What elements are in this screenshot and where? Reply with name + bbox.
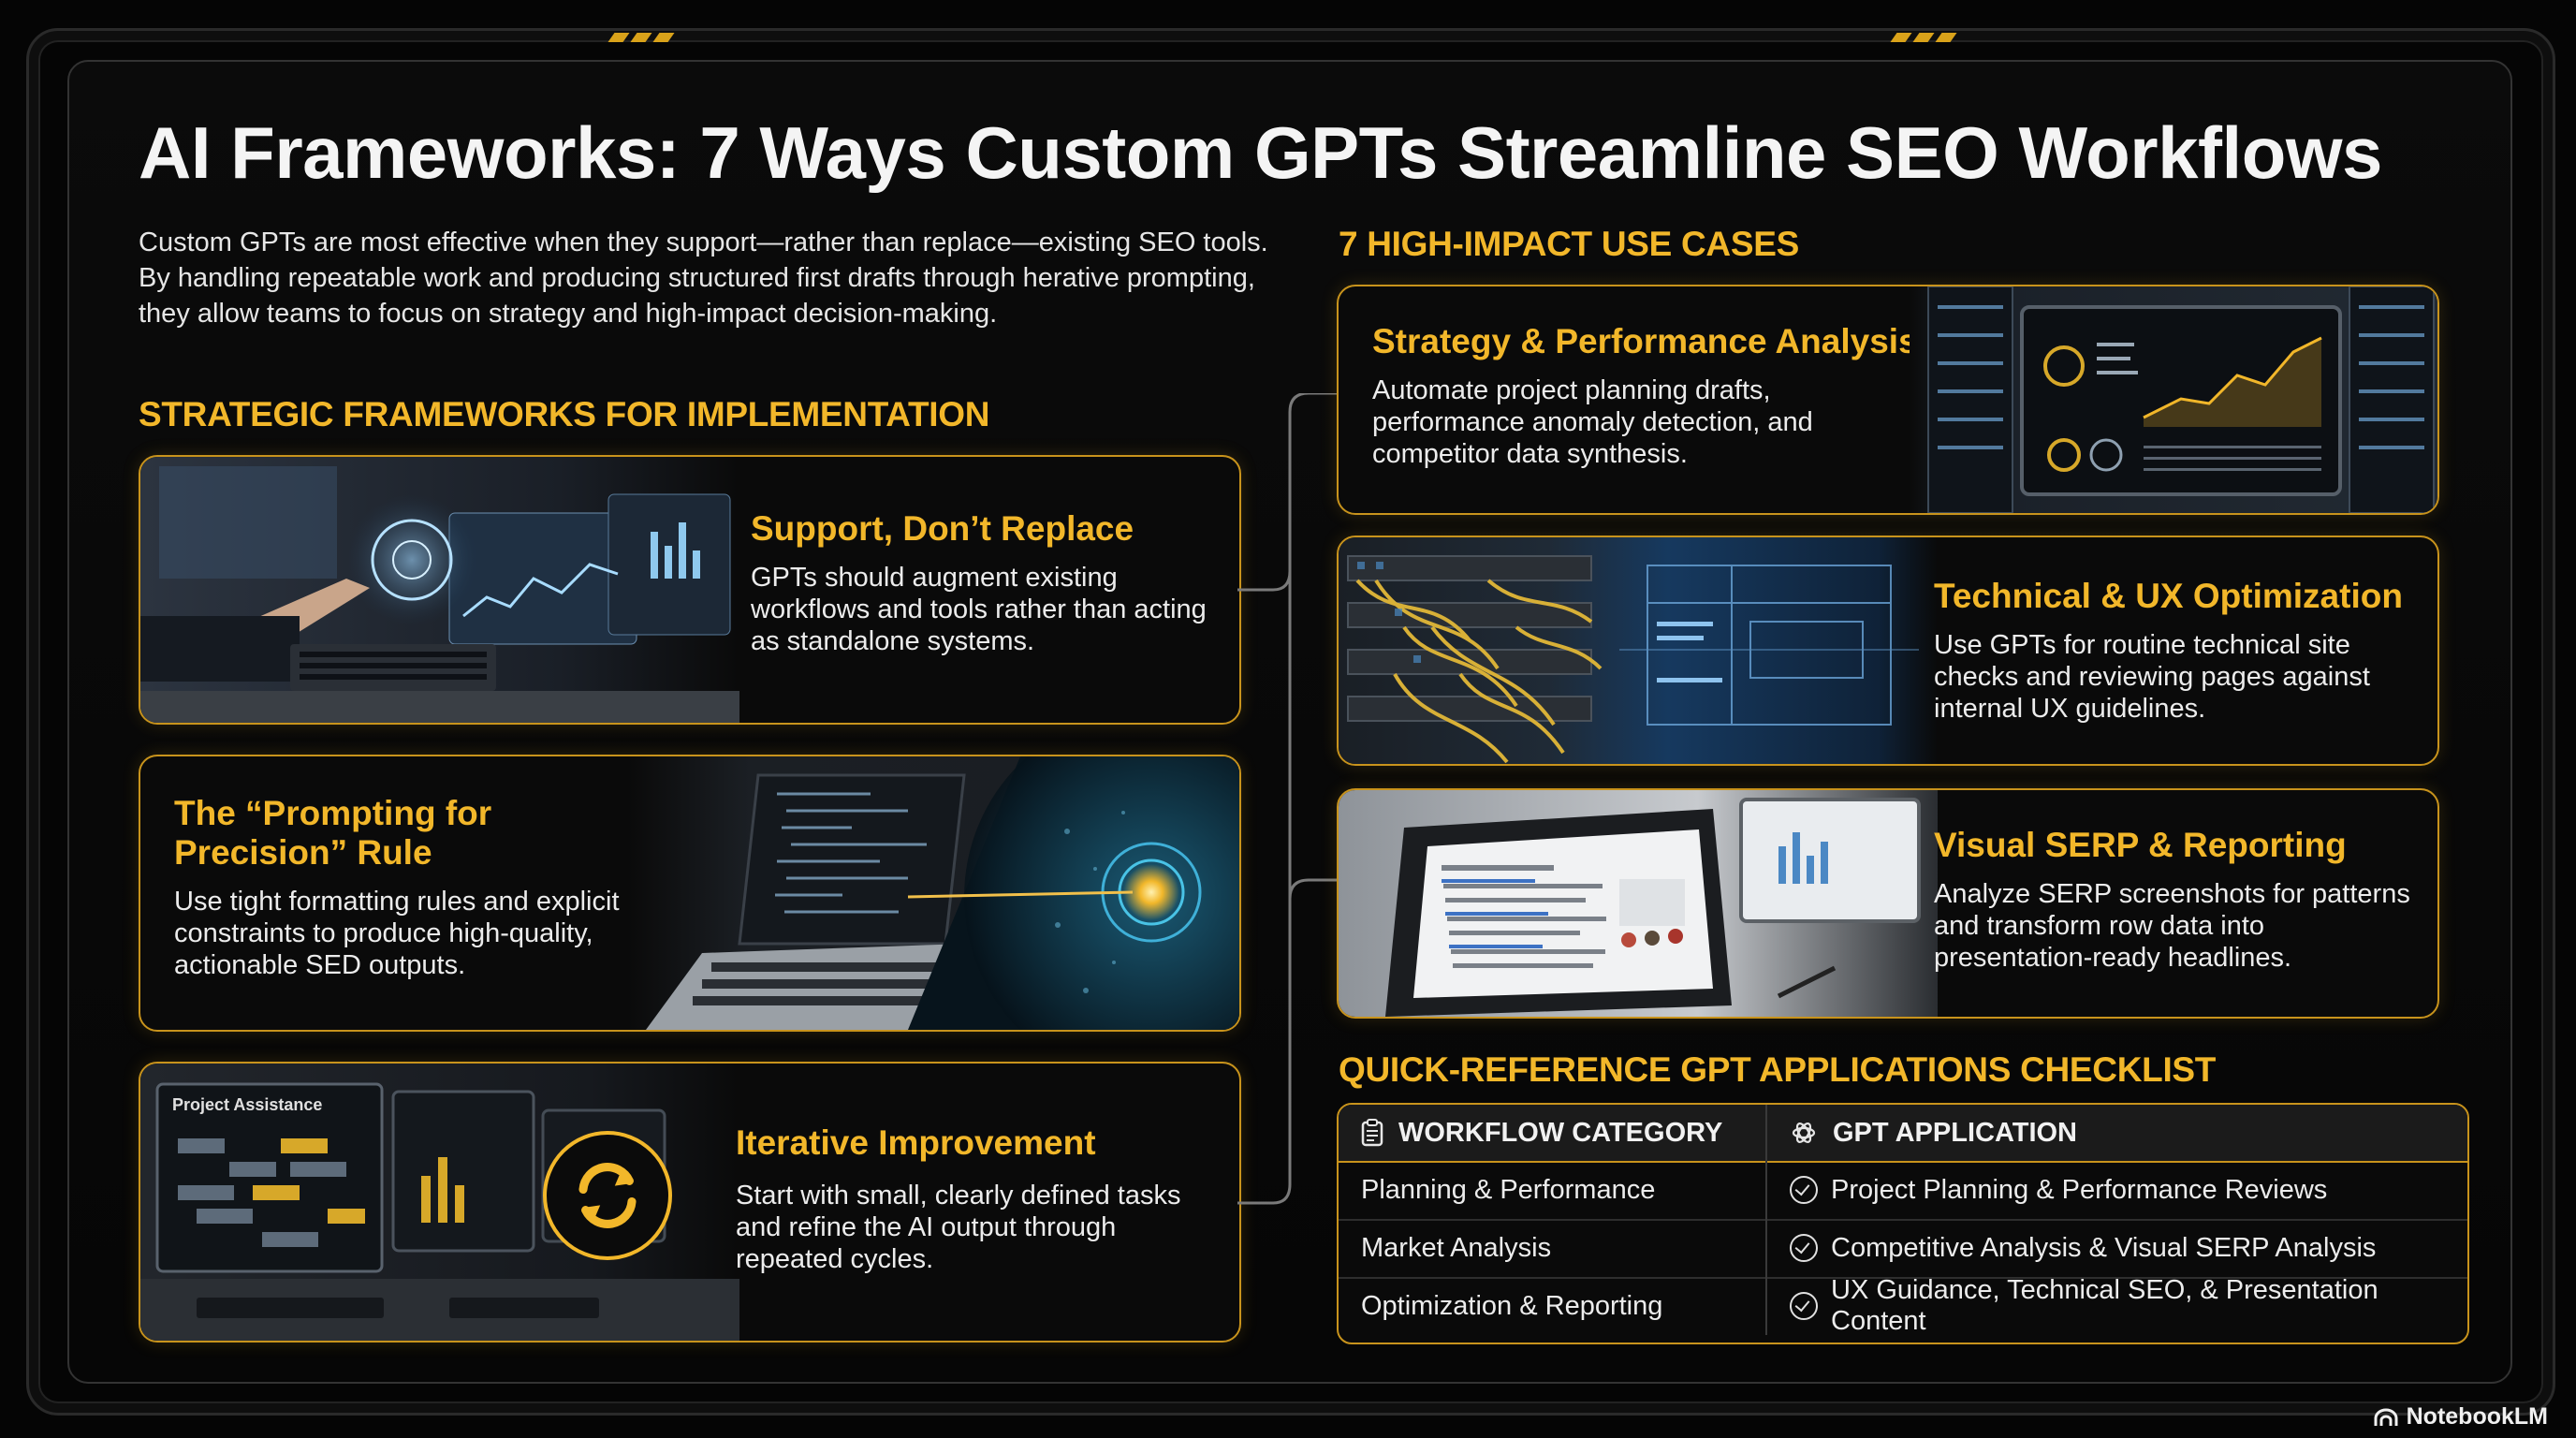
outer-frame [26,28,2555,1416]
dashboard-screen-label: Project Assistance [172,1095,322,1114]
frameworks-heading: STRATEGIC FRAMEWORKS FOR IMPLEMENTATION [139,395,990,433]
image-project-dashboard: Project Assistance [140,1064,739,1341]
brand-label: NotebookLM [2406,1403,2548,1430]
checklist-table: WORKFLOW CATEGORY GPT APPLICATION Planni… [1337,1103,2469,1344]
table-row: Market Analysis Competitive Analysis & V… [1339,1219,2467,1279]
table-header: WORKFLOW CATEGORY GPT APPLICATION [1339,1105,2467,1163]
column-header-application: GPT APPLICATION [1833,1117,2077,1148]
check-circle-icon [1790,1292,1818,1320]
framework-body-support: GPTs should augment existing workflows a… [751,563,1207,656]
table-row: Optimization & Reporting UX Guidance, Te… [1339,1275,2467,1336]
image-server-analytics [1910,286,2437,513]
use-case-title-serp: Visual SERP & Reporting [1934,826,2347,864]
column-header-category: WORKFLOW CATEGORY [1398,1117,1723,1148]
use-case-card-technical: Technical & UX Optimization Use GPTs for… [1337,536,2439,766]
use-case-card-serp: Visual SERP & Reporting Analyze SERP scr… [1337,788,2439,1019]
framework-card-support: Support, Don’t Replace GPTs should augme… [139,455,1241,725]
notebooklm-logo: NotebookLM [2373,1403,2548,1431]
image-touch-screen [140,457,739,723]
row-application: Competitive Analysis & Visual SERP Analy… [1831,1232,2377,1263]
use-cases-heading: 7 HIGH-IMPACT USE CASES [1339,225,1799,263]
use-case-body-strategy: Automate project planning drafts, perfor… [1372,375,1813,469]
clipboard-icon [1361,1119,1383,1147]
row-category: Optimization & Reporting [1361,1290,1663,1321]
checklist-heading: QUICK-REFERENCE GPT APPLICATIONS CHECKLI… [1339,1050,2217,1089]
use-case-body-technical: Use GPTs for routine technical site chec… [1934,630,2370,724]
frame-notch-left [599,28,683,47]
use-case-body-serp: Analyze SERP screenshots for patterns an… [1934,879,2410,973]
row-application: UX Guidance, Technical SEO, & Presentati… [1831,1275,2378,1336]
image-laptop-code [627,756,1239,1030]
frame-notch-right [1881,28,1966,47]
row-category: Market Analysis [1361,1232,1552,1263]
check-circle-icon [1790,1176,1818,1204]
connector-bracket [1236,391,1339,1217]
refresh-icon [543,1131,672,1260]
table-row: Planning & Performance Project Planning … [1339,1161,2467,1221]
row-category: Planning & Performance [1361,1174,1656,1205]
check-circle-icon [1790,1234,1818,1262]
image-tablet-serp [1339,790,1938,1017]
framework-title-iterative: Iterative Improvement [736,1123,1096,1162]
page-title: AI Frameworks: 7 Ways Custom GPTs Stream… [139,111,2382,194]
row-application: Project Planning & Performance Reviews [1831,1174,2328,1205]
framework-title-support: Support, Don’t Replace [751,509,1134,548]
intro-paragraph: Custom GPTs are most effective when they… [139,227,1268,329]
framework-body-iterative: Start with small, clearly defined tasks … [736,1181,1181,1274]
use-case-title-strategy: Strategy & Performance Analysis [1372,322,1918,360]
image-network-cables [1339,537,1938,764]
use-case-card-strategy: Strategy & Performance Analysis Automate… [1337,285,2439,515]
framework-body-prompting: Use tight formatting rules and explicit … [174,887,620,980]
framework-card-prompting: The “Prompting for Precision” Rule Use t… [139,755,1241,1032]
framework-card-iterative: Project Assistance Iterative Improvement… [139,1062,1241,1343]
openai-knot-icon [1792,1123,1816,1143]
framework-title-prompting: The “Prompting for Precision” Rule [174,794,492,872]
notebooklm-icon [2374,1408,2398,1426]
use-case-title-technical: Technical & UX Optimization [1934,577,2403,615]
